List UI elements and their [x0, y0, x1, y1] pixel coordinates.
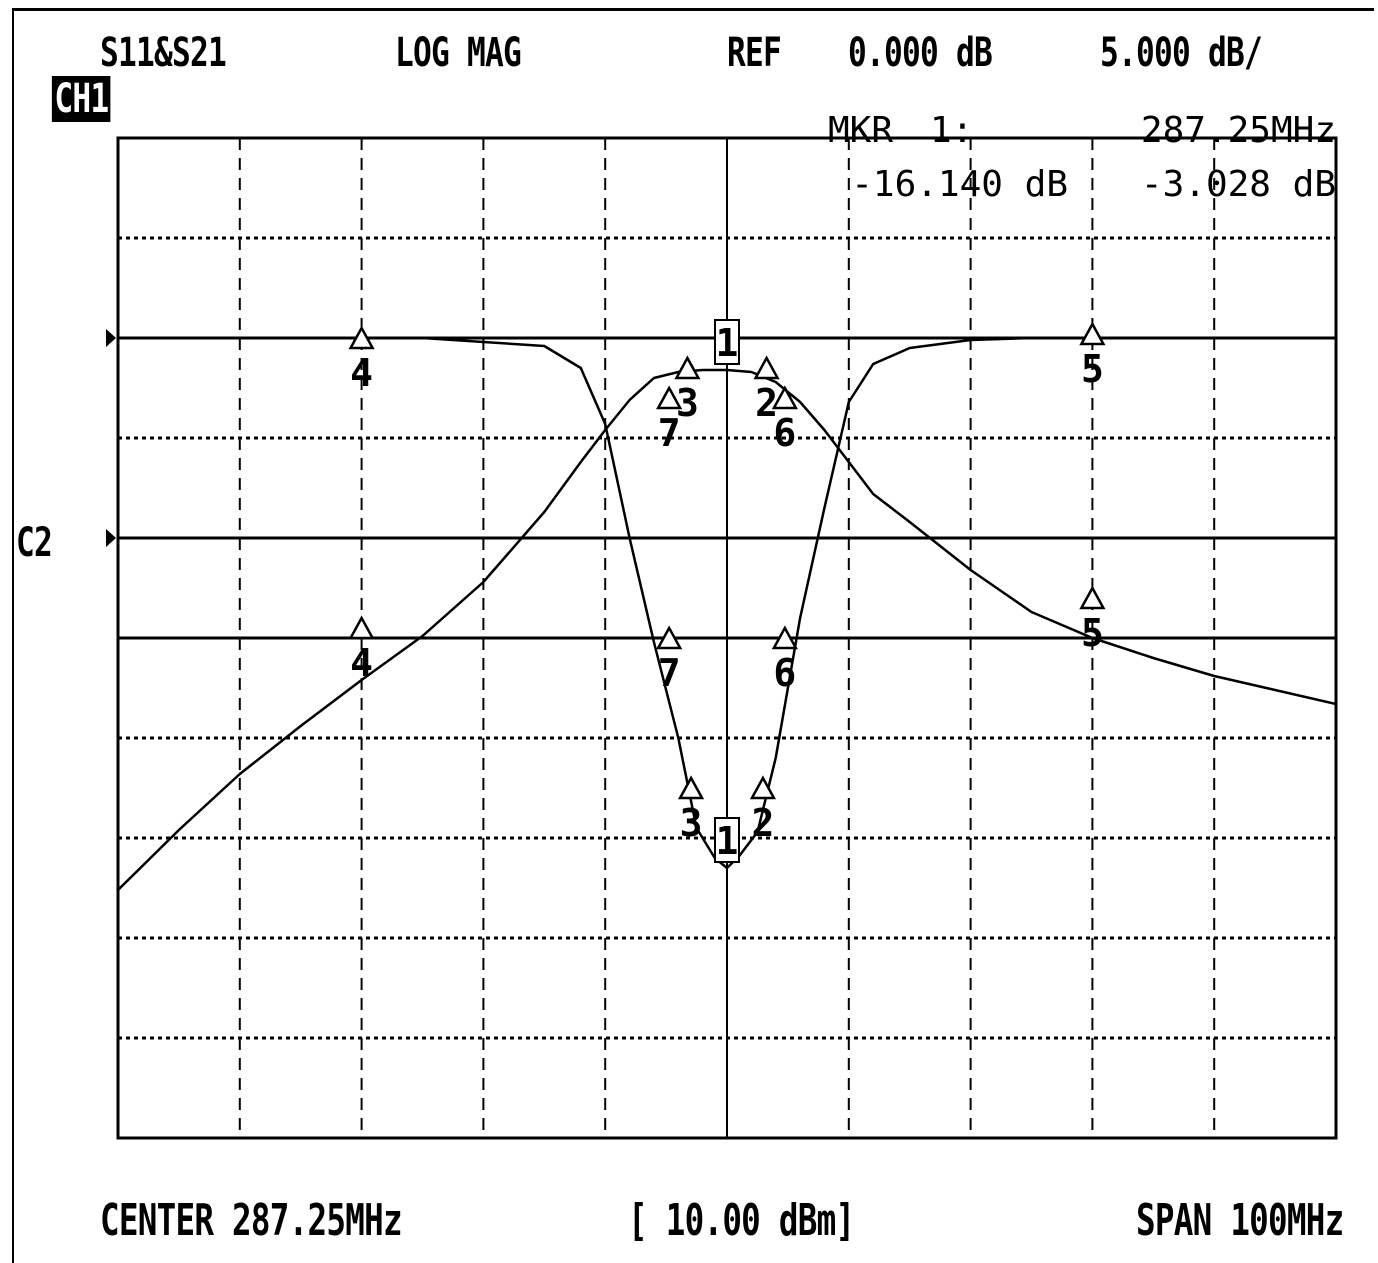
marker-triangle-icon [656, 625, 683, 650]
marker-triangle-icon [771, 385, 798, 410]
marker-label: 5 [1081, 347, 1104, 391]
format-label: LOG MAG [395, 30, 522, 76]
reference-lines [106, 329, 1336, 640]
marker-label: 6 [773, 651, 796, 695]
marker-label: 3 [676, 381, 699, 425]
marker-triangle-icon [1079, 321, 1106, 346]
marker-readout-frequency: 287.25MHz [1141, 110, 1336, 151]
channel2-side-label: C2 [16, 520, 53, 566]
active-marker-box [714, 817, 740, 863]
source-power: [ 10.00 dBm] [628, 1195, 855, 1246]
marker-label: 7 [658, 651, 681, 695]
marker-label: 6 [773, 411, 796, 455]
reference-pointer-icon [106, 329, 116, 347]
marker-triangle-icon [753, 355, 780, 380]
reference-value: 0.000 dB [848, 30, 993, 76]
marker-label: 1 [716, 321, 739, 365]
active-marker-box [714, 319, 740, 365]
center-frequency: CENTER 287.25MHz [100, 1195, 403, 1246]
s-parameter-label: S11&S21 [100, 30, 227, 76]
marker-label: 5 [1081, 611, 1104, 655]
marker-readout-label: MKR [828, 110, 893, 151]
channel-badge[interactable]: CH1 [16, 30, 111, 122]
marker-triangle-icon [674, 355, 701, 380]
marker-label: 4 [350, 351, 373, 395]
marker-label: 4 [350, 641, 373, 685]
trace-s11 [361, 336, 1093, 870]
marker-label: 2 [751, 801, 774, 845]
marker-triangle-icon [348, 325, 375, 350]
marker-triangle-icon [656, 385, 683, 410]
marker-label: 7 [658, 411, 681, 455]
marker-triangle-icon [771, 625, 798, 650]
marker-label: 2 [755, 381, 778, 425]
marker-readout-value-ch1: -16.140 dB [851, 164, 1068, 205]
scale-per-division: 5.000 dB/ [1100, 30, 1263, 76]
reference-label: REF [727, 30, 782, 76]
plot-border [116, 136, 1338, 1140]
marker-readout-index: 1: [930, 110, 973, 151]
traces [118, 336, 1336, 891]
marker-triangle-icon [1079, 585, 1106, 610]
marker-triangle-icon [749, 775, 777, 800]
screen-frame [12, 8, 1374, 1263]
marker-triangle-icon [677, 775, 705, 800]
trace-s21 [118, 368, 1336, 891]
reference-pointer-icon [106, 529, 116, 547]
marker-label: 1 [716, 819, 739, 863]
frequency-span: SPAN 100MHz [1136, 1195, 1344, 1246]
channel-label: CH1 [52, 76, 111, 122]
marker-triangle-icon [348, 615, 375, 640]
marker-label: 3 [680, 801, 703, 845]
marker-readout: MKR 1: 287.25MHz -16.140 dB -3.028 dB [828, 110, 1336, 205]
marker-readout-value-ch2: -3.028 dB [1141, 164, 1336, 205]
